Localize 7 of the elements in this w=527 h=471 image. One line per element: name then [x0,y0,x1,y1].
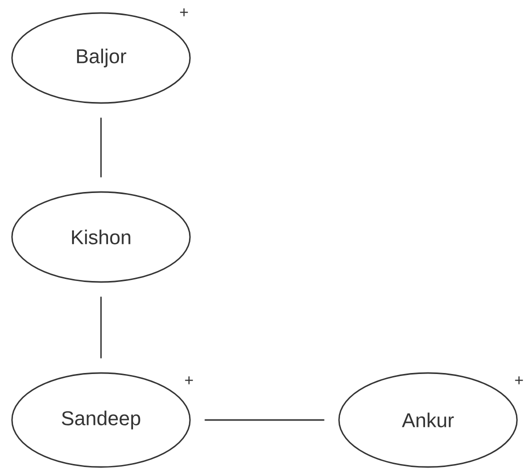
expand-marker: + [515,376,523,384]
ellipse-node: Kishon [11,191,191,283]
connector-line [204,419,324,421]
connector-line [100,118,102,178]
connector-line [100,296,102,358]
ellipse-node: Ankur [338,372,518,468]
expand-marker: + [185,376,193,384]
